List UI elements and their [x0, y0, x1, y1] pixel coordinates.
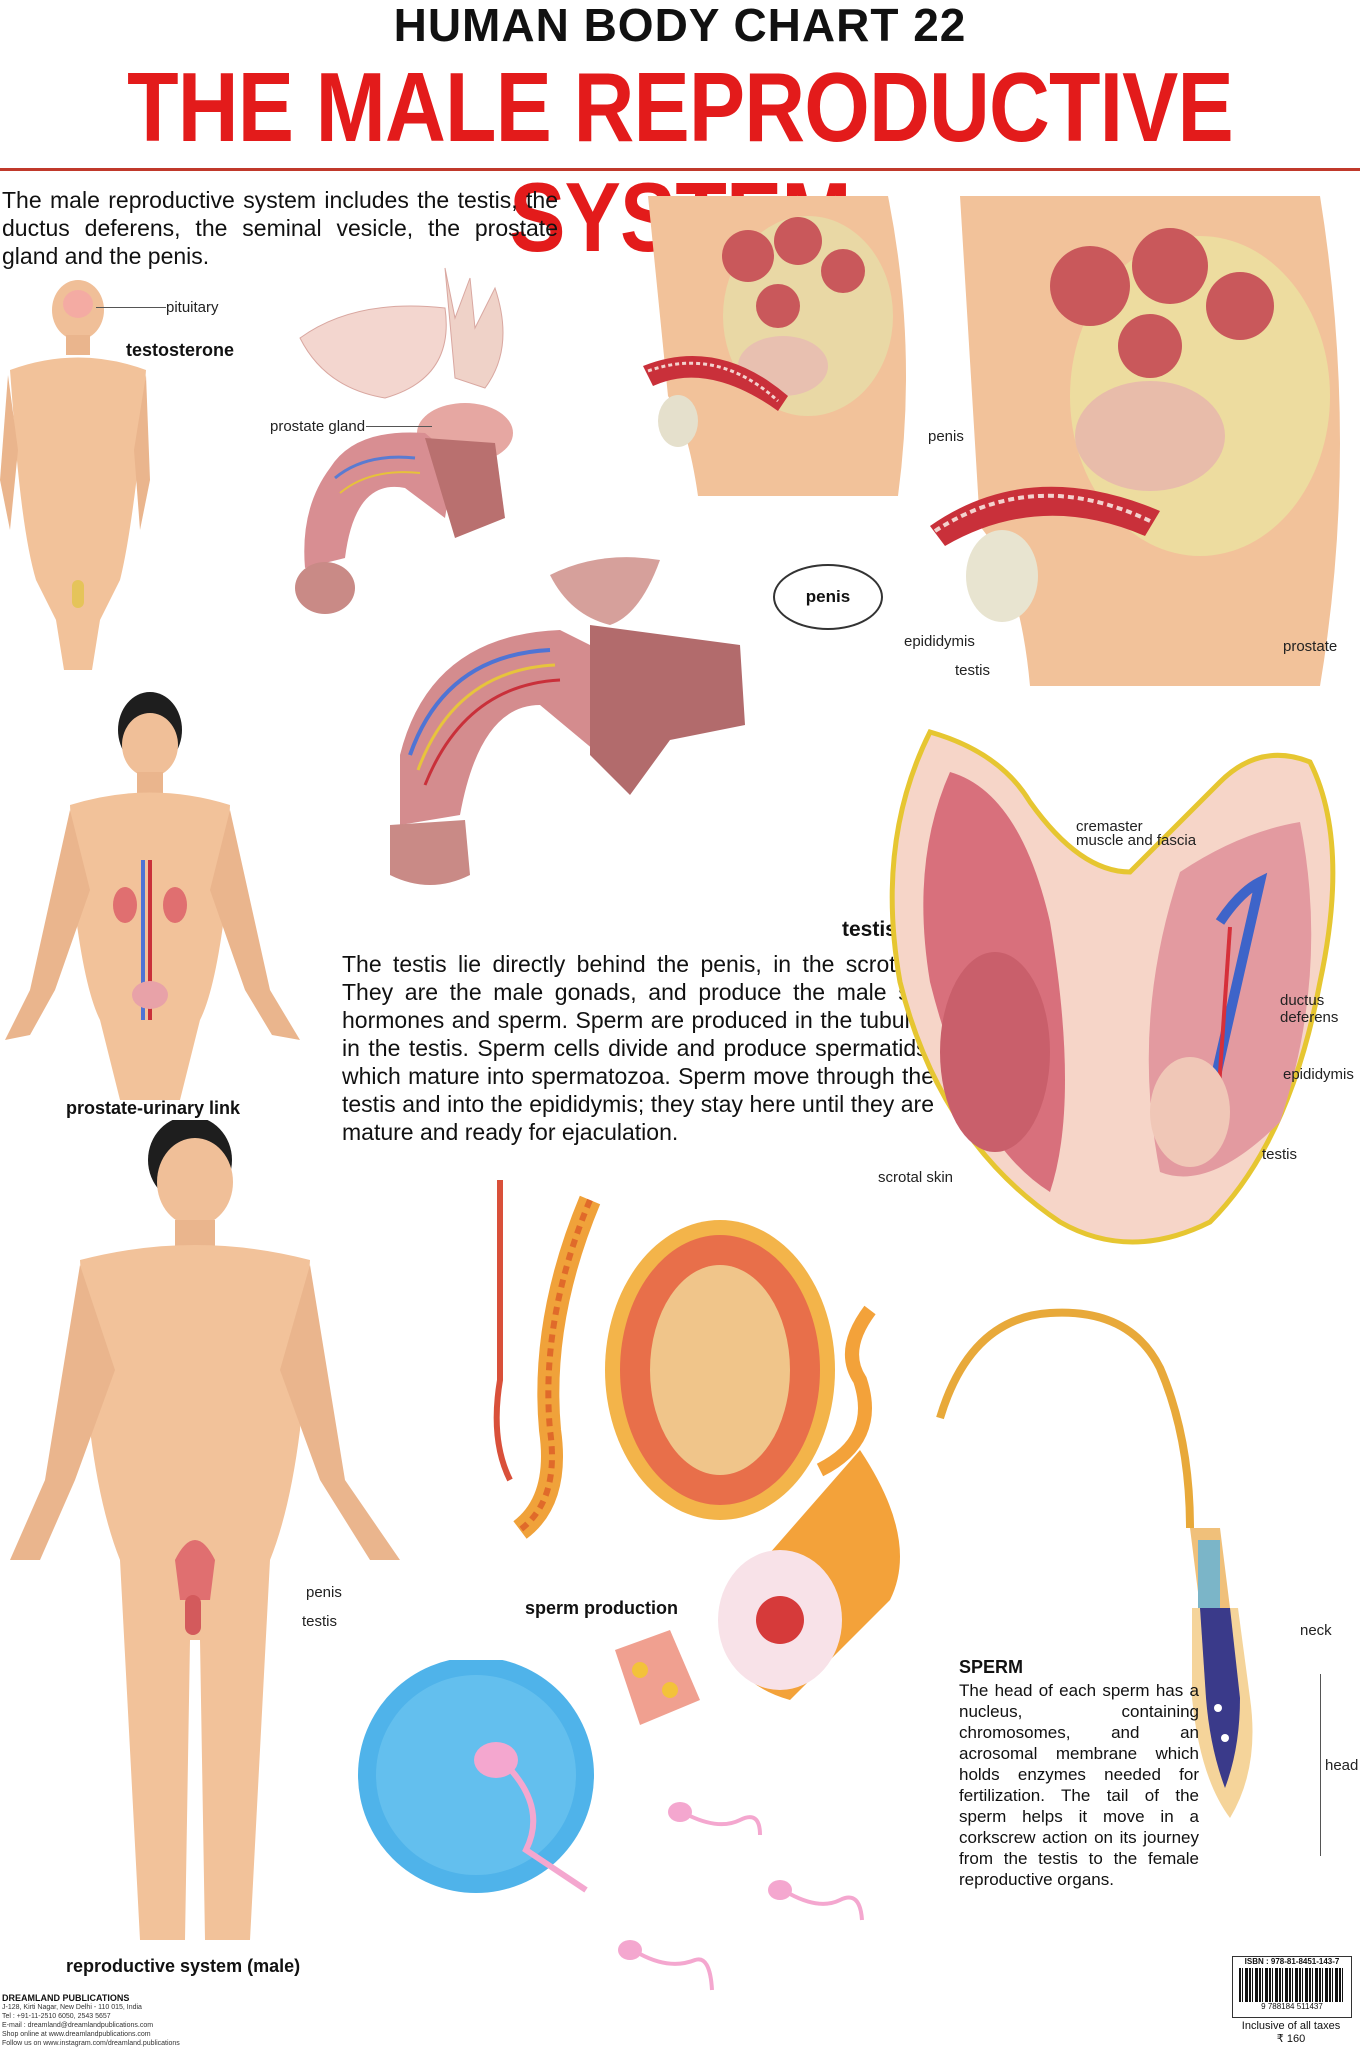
prostate-urinary-label: prostate-urinary link: [66, 1098, 241, 1118]
testis-text: The testis lie directly behind the penis…: [342, 951, 934, 1145]
head-label: head: [1325, 1757, 1359, 1774]
epididymis-label-testis: epididymis: [1283, 1066, 1354, 1083]
neck-label: neck: [1300, 1622, 1332, 1639]
prostate-gland-leader: [366, 426, 432, 427]
prostate-label-section: prostate: [1283, 638, 1338, 655]
sperm-production-figure: [480, 1180, 900, 1600]
title-divider: [0, 168, 1360, 171]
cremaster-label-line1: cremaster: [1076, 818, 1143, 835]
testis-label-section: testis: [955, 662, 991, 679]
ductus-label-line1: ductus: [1280, 992, 1325, 1009]
penis-label-body: penis: [306, 1584, 342, 1601]
pituitary-label: pituitary: [166, 299, 219, 316]
epididymis-label-section: epididymis: [904, 633, 975, 650]
sperm-cell-figure: [930, 1308, 1310, 1848]
pelvis-section-large: [920, 196, 1350, 686]
publisher-email: E-mail : dreamland@dreamlandpublications…: [2, 2022, 154, 2029]
publisher-address: J-128, Kirti Nagar, New Delhi - 110 015,…: [2, 2004, 142, 2011]
ductus-label-line2: deferens: [1280, 1009, 1339, 1026]
penis-badge: penis: [773, 564, 883, 630]
intro-text: The male reproductive system includes th…: [2, 187, 558, 269]
head-bracket: [1320, 1674, 1321, 1856]
penis-badge-label: penis: [805, 587, 851, 606]
sperm-production-label: sperm production: [525, 1598, 679, 1618]
barcode-digits: 9 788184 511437: [1261, 2002, 1323, 2011]
testis-heading: testis: [842, 918, 897, 941]
reproductive-system-figure: [0, 1120, 410, 1960]
testis-label-body: testis: [302, 1613, 338, 1630]
prostate-gland-figure: [295, 258, 545, 658]
pituitary-leader: [96, 307, 166, 308]
ductus-deferens-label: ductus deferens: [1280, 992, 1338, 1026]
sperm-text: The head of each sperm has a nucleus, co…: [959, 1681, 1199, 1889]
prostate-urinary-figure: [0, 690, 320, 1100]
chart-number-title: HUMAN BODY CHART 22: [393, 0, 967, 51]
penis-anatomy-figure: [370, 555, 770, 890]
prostate-gland-label: prostate gland: [270, 418, 366, 435]
tax-note: Inclusive of all taxes: [1241, 2020, 1341, 2032]
publisher-block: DREAMLAND PUBLICATIONS J-128, Kirti Naga…: [2, 1993, 212, 2048]
cremaster-label: cremaster muscle and fascia: [1076, 818, 1197, 849]
publisher-name: DREAMLAND PUBLICATIONS: [2, 1993, 130, 2003]
testis-label-testis: testis: [1262, 1146, 1298, 1163]
price-block: Inclusive of all taxes ₹ 160: [1232, 2020, 1350, 2046]
price: ₹ 160: [1276, 2033, 1306, 2045]
publisher-follow: Follow us on www.instagram.com/dreamland…: [2, 2040, 180, 2047]
publisher-tel: Tel : +91-11-2510 6050, 2543 5657: [2, 2013, 111, 2020]
scrotal-skin-label: scrotal skin: [878, 1169, 954, 1186]
tubule-section-figure: [610, 1450, 910, 1730]
cremaster-label-line2: muscle and fascia: [1076, 832, 1197, 849]
isbn-text: ISBN : 978-81-8451-143-7: [1244, 1957, 1340, 1966]
reproductive-system-label: reproductive system (male): [66, 1956, 301, 1976]
testosterone-figure: [0, 280, 150, 670]
penis-label-section: penis: [928, 428, 964, 445]
barcode-bars: [1239, 1968, 1345, 2002]
sperm-heading: SPERM: [959, 1657, 1024, 1677]
pelvis-section-small: [628, 196, 916, 496]
testosterone-label: testosterone: [126, 340, 235, 360]
sperm-swimmers-figure: [600, 1790, 870, 2030]
publisher-shop: Shop online at www.dreamlandpublications…: [2, 2031, 151, 2038]
egg-cell-figure: [356, 1660, 606, 1900]
testis-section-figure: [880, 722, 1360, 1262]
barcode-box: ISBN : 978-81-8451-143-7 9 788184 511437: [1232, 1956, 1352, 2018]
